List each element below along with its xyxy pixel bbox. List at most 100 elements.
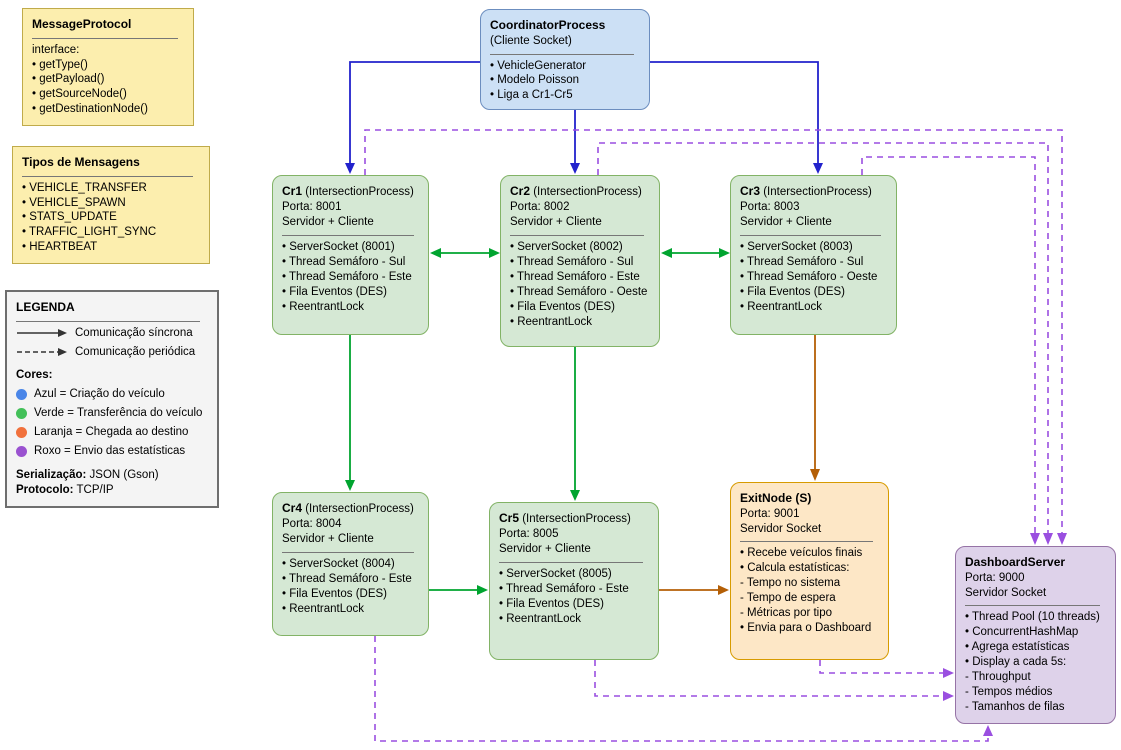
node-item: • Modelo Poisson xyxy=(490,74,580,87)
note-title: MessageProtocol xyxy=(32,17,132,31)
color-dot xyxy=(16,427,27,439)
node-item: • Fila Eventos (DES) xyxy=(499,597,604,610)
node-title: Cr5 (IntersectionProcess) xyxy=(499,511,631,525)
node-item: • ConcurrentHashMap xyxy=(965,626,1079,639)
message-protocol-note: MessageProtocol interface: • getType()• … xyxy=(22,8,194,127)
node-cr2: Cr2 (IntersectionProcess) Porta: 8002 Se… xyxy=(500,175,660,347)
legend-color-label: Azul = Criação do veículo xyxy=(34,388,165,401)
solid-arrow-sample xyxy=(17,329,67,338)
legend-color-label: Verde = Transferência do veículo xyxy=(34,407,203,420)
legend-serialization: Serialização: JSON (Gson) xyxy=(16,468,208,483)
protocol-label: Protocolo: xyxy=(16,484,74,497)
node-item: • VehicleGenerator xyxy=(490,59,587,72)
node-title: ExitNode (S) xyxy=(740,491,812,505)
note-item: • TRAFFIC_LIGHT_SYNC xyxy=(22,226,157,239)
color-dot xyxy=(16,389,27,401)
note-item: • VEHICLE_SPAWN xyxy=(22,196,126,209)
node-item: • Recebe veículos finais xyxy=(740,547,863,560)
node-item: • Thread Semáforo - Sul xyxy=(282,255,406,268)
legend-box: LEGENDA Comunicação síncrona Comunicação… xyxy=(5,290,219,509)
node-item: • Fila Eventos (DES) xyxy=(282,587,387,600)
node-item: - Métricas por tipo xyxy=(740,607,833,620)
arrows-statistics xyxy=(364,129,1067,742)
cr2-items: • ServerSocket (8002)• Thread Semáforo -… xyxy=(510,240,650,330)
node-title: Cr4 (IntersectionProcess) xyxy=(282,501,414,515)
node-port: Porta: 9000 xyxy=(965,571,1025,584)
node-item: • Thread Semáforo - Sul xyxy=(510,255,634,268)
divider xyxy=(32,37,178,39)
node-port: Porta: 8001 xyxy=(282,200,342,213)
protocol-value: TCP/IP xyxy=(76,484,114,497)
node-exitnode: ExitNode (S) Porta: 9001 Servidor Socket… xyxy=(730,482,889,660)
node-port: Porta: 8003 xyxy=(740,200,800,213)
divider xyxy=(282,234,414,236)
node-cr1: Cr1 (IntersectionProcess) Porta: 8001 Se… xyxy=(272,175,429,335)
divider xyxy=(22,175,193,177)
exitnode-items: • Recebe veículos finais • Calcula estatí… xyxy=(740,546,879,636)
node-item: - Throughput xyxy=(965,671,1031,684)
node-title: DashboardServer xyxy=(965,555,1066,569)
node-item: • Calcula estatísticas: xyxy=(740,562,850,575)
node-cr3: Cr3 (IntersectionProcess) Porta: 8003 Se… xyxy=(730,175,897,335)
serialization-value: JSON (Gson) xyxy=(89,469,159,482)
node-port: Porta: 9001 xyxy=(740,507,800,520)
divider xyxy=(740,541,874,543)
cr5-items: • ServerSocket (8005) • Thread Semáforo -… xyxy=(499,567,649,627)
node-item: • Fila Eventos (DES) xyxy=(740,285,845,298)
coordinator-items: • VehicleGenerator • Modelo Poisson • Liga… xyxy=(490,59,640,104)
arrows-vehicle-transfer xyxy=(345,248,730,595)
node-item: • Thread Semáforo - Este xyxy=(499,582,629,595)
node-role: Servidor + Cliente xyxy=(282,532,374,545)
node-subtitle: (Cliente Socket) xyxy=(490,34,572,47)
divider xyxy=(16,320,201,322)
color-dot xyxy=(16,408,27,420)
color-dot xyxy=(16,446,27,458)
arrows-arrival xyxy=(659,335,820,595)
node-item: • ReentrantLock xyxy=(740,300,823,313)
node-coordinator: CoordinatorProcess (Cliente Socket) • Ve… xyxy=(480,9,650,110)
serialization-label: Serialização: xyxy=(16,469,87,482)
node-item: • ServerSocket (8004) xyxy=(282,557,395,570)
divider xyxy=(740,234,882,236)
node-item: - Tempo no sistema xyxy=(740,577,841,590)
node-item: • ReentrantLock xyxy=(282,602,365,615)
node-item: - Tempo de espera xyxy=(740,592,836,605)
legend-color-row: Verde = Transferência do veículo xyxy=(16,406,208,421)
node-item: • Thread Semáforo - Este xyxy=(282,270,412,283)
divider xyxy=(510,234,645,236)
legend-periodic-row: Comunicação periódica xyxy=(16,345,208,360)
node-item: • Liga a Cr1-Cr5 xyxy=(490,89,573,102)
legend-title: LEGENDA xyxy=(16,300,75,314)
legend-colors-title: Cores: xyxy=(16,369,53,382)
node-item: • Display a cada 5s: xyxy=(965,656,1067,669)
node-cr4: Cr4 (IntersectionProcess) Porta: 8004 Se… xyxy=(272,492,429,636)
node-item: • Thread Semáforo - Oeste xyxy=(510,285,648,298)
divider xyxy=(499,561,643,563)
node-role: Servidor + Cliente xyxy=(282,215,374,228)
node-port: Porta: 8005 xyxy=(499,527,559,540)
node-item: • ReentrantLock xyxy=(499,612,582,625)
divider xyxy=(965,605,1101,607)
node-port: Porta: 8004 xyxy=(282,517,342,530)
node-role: Servidor + Cliente xyxy=(740,215,832,228)
node-item: • Agrega estatísticas xyxy=(965,641,1070,654)
node-item: • Fila Eventos (DES) xyxy=(510,300,615,313)
message-types-note: Tipos de Mensagens • VEHICLE_TRANSFER• V… xyxy=(12,146,210,265)
cr1-items: • ServerSocket (8001)• Thread Semáforo -… xyxy=(282,240,419,315)
node-role: Servidor + Cliente xyxy=(510,215,602,228)
note-item: • getPayload() xyxy=(32,73,105,86)
legend-sync-row: Comunicação síncrona xyxy=(16,326,208,341)
node-role: Servidor Socket xyxy=(740,522,822,535)
node-item: • Envia para o Dashboard xyxy=(740,622,872,635)
node-item: • ServerSocket (8005) xyxy=(499,567,612,580)
interface-label: interface: xyxy=(32,43,80,56)
node-item: • Thread Semáforo - Sul xyxy=(740,255,864,268)
legend-color-row: Roxo = Envio das estatísticas xyxy=(16,444,208,459)
cr3-items: • ServerSocket (8003) • Thread Semáforo -… xyxy=(740,240,887,315)
divider xyxy=(490,53,634,55)
node-role: Servidor + Cliente xyxy=(499,542,591,555)
node-title: Cr1 (IntersectionProcess) xyxy=(282,184,414,198)
node-item: • ServerSocket (8003) xyxy=(740,240,853,253)
